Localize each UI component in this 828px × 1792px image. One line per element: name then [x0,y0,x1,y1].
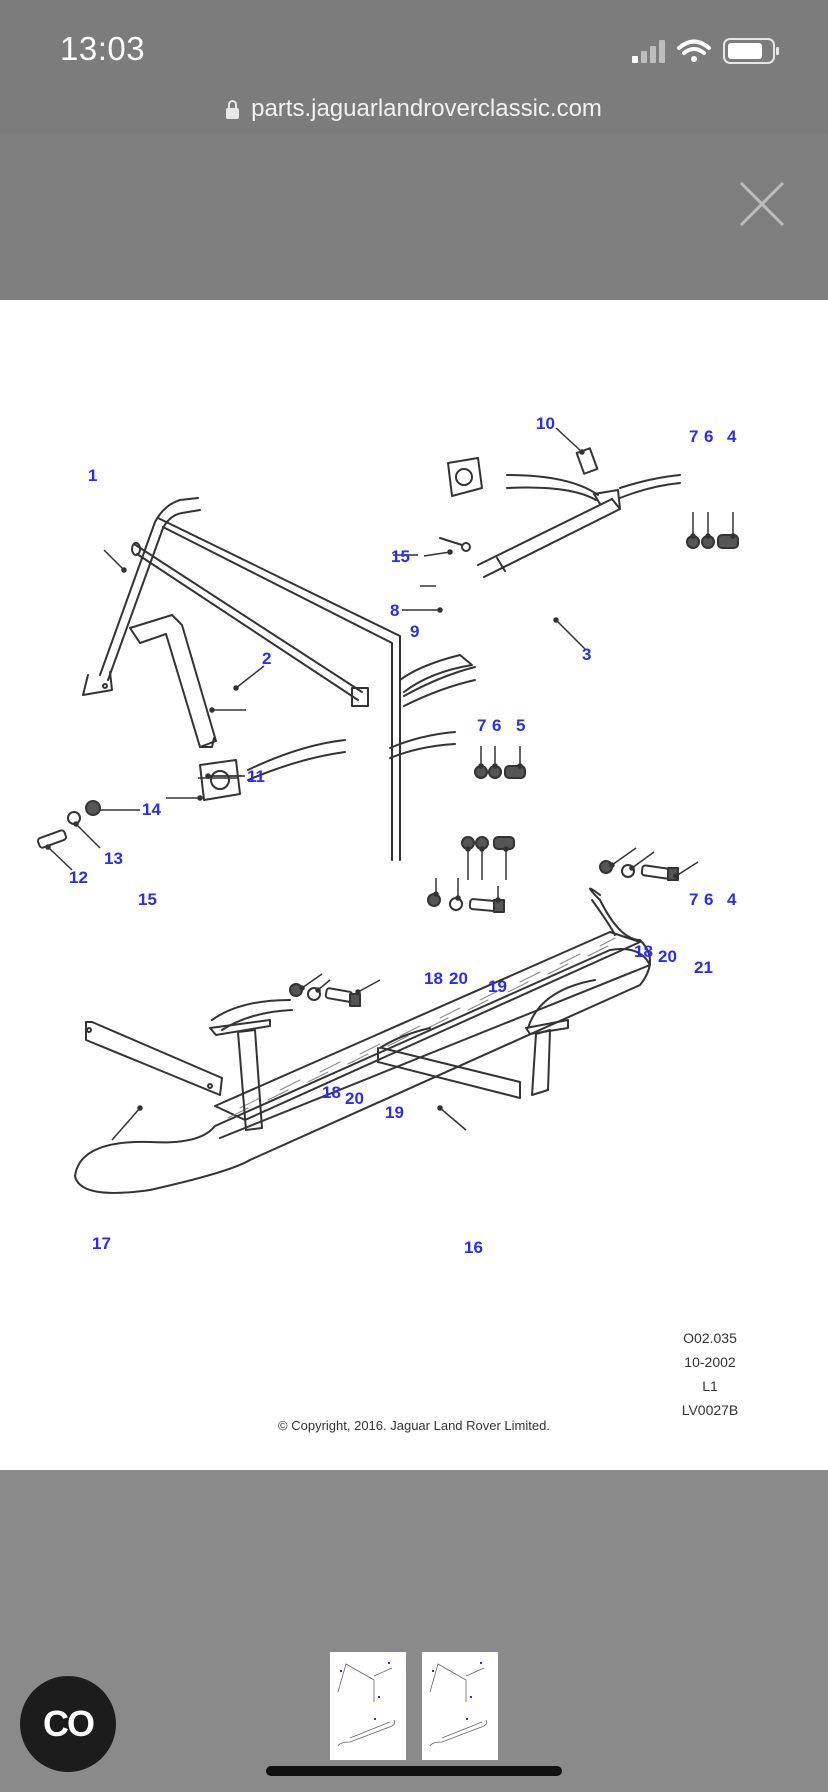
tread-pattern [227,937,616,1119]
callout-7-lower[interactable]: 7 [689,890,699,909]
part-8-bolt [439,537,471,552]
callout-15-lower[interactable]: 15 [138,890,157,909]
callout-3[interactable]: 3 [582,645,592,664]
bottom-panel [0,1470,828,1792]
callout-17[interactable]: 17 [92,1234,111,1253]
cellular-signal-icon [632,40,665,63]
callout-20-b[interactable]: 20 [449,969,468,988]
callout-21[interactable]: 21 [694,958,713,977]
callout-15[interactable]: 15 [391,547,410,566]
fasteners-18-19-20-a [289,983,361,1007]
callout-20-a[interactable]: 20 [345,1089,364,1108]
callout-9[interactable]: 9 [410,622,420,641]
leader-curve [211,999,291,1021]
fasteners-12-13-14 [36,800,101,849]
thumbnail-1[interactable] [330,1652,406,1760]
leader-curve [389,731,456,749]
battery-icon [723,38,779,64]
callout-18-c[interactable]: 18 [634,942,653,961]
step-bracket-right [525,1019,569,1096]
close-icon [739,181,785,227]
thumbnail-2[interactable] [422,1652,498,1760]
app-floating-button[interactable]: CO [20,1676,116,1772]
callout-6[interactable]: 6 [704,427,714,446]
leader-curve [247,739,346,771]
home-indicator[interactable] [266,1766,562,1776]
leader-curve [619,482,681,499]
status-icons [628,36,798,66]
callout-16[interactable]: 16 [464,1238,483,1257]
viewer-header [0,134,828,300]
drawing-ref-date: 10-2002 [684,1354,736,1370]
status-time: 13:03 [60,30,146,67]
step-bracket-left [209,1019,271,1131]
callout-18-a[interactable]: 18 [322,1083,341,1102]
part-17-bracket [85,1021,223,1096]
callout-7-mid[interactable]: 7 [477,716,487,735]
step-bracket-mid [377,1047,521,1099]
status-bar: 13:03 [0,0,828,90]
leader-curve [506,474,599,496]
callout-2[interactable]: 2 [262,649,272,668]
thumbnail-preview-icon [337,1662,396,1747]
lock-icon [226,99,240,119]
callout-5[interactable]: 5 [516,716,526,735]
part-15-plate [447,457,483,497]
close-button[interactable] [738,180,786,228]
callout-13[interactable]: 13 [104,849,123,868]
drawing-reference: O02.035 10-2002 L1 LV0027B [660,1326,760,1422]
callout-6-lower[interactable]: 6 [704,890,714,909]
callout-12[interactable]: 12 [69,868,88,887]
callout-4[interactable]: 4 [727,427,737,446]
callout-4-lower[interactable]: 4 [727,890,737,909]
callout-1[interactable]: 1 [88,466,98,485]
callout-11[interactable]: 11 [247,767,265,786]
wifi-icon [677,39,711,62]
callout-6-mid[interactable]: 6 [492,716,502,735]
callout-10[interactable]: 10 [536,414,555,433]
drawing-ref-level: L1 [702,1378,718,1394]
drawing-ref-id: LV0027B [681,1402,739,1418]
part-11-bracket [129,614,217,748]
fasteners-18-19-20-b [427,893,505,913]
callout-14[interactable]: 14 [142,800,161,819]
callout-19-b[interactable]: 19 [488,977,507,996]
leader-curve [389,743,456,759]
fasteners-18-20-21 [599,860,679,881]
leader-curve [403,679,476,707]
leader-curve [527,979,596,1029]
parts-diagram[interactable]: 1 2 3 4 5 6 7 8 9 10 11 12 13 14 15 15 1… [0,300,828,1470]
callout-19-a[interactable]: 19 [385,1103,404,1122]
part-16-step [74,887,651,1194]
drawing-ref-code: O02.035 [683,1330,737,1346]
leader-curve [506,486,597,501]
url-bar[interactable]: parts.jaguarlandroverclassic.com [0,84,828,134]
parts-diagram-drawing [36,427,739,1194]
callout-7[interactable]: 7 [689,427,699,446]
leader-curve [403,666,476,697]
part-2-tube [131,542,369,707]
leader-curve [247,751,346,781]
part-1-frame [82,497,473,861]
part-3-tube [477,489,621,578]
url-text: parts.jaguarlandroverclassic.com [251,95,602,122]
leader-curve [221,1009,293,1031]
part-15-plate-lower [199,759,241,801]
leader-curve [619,474,681,489]
callout-18-b[interactable]: 18 [424,969,443,988]
thumbnail-preview-icon [429,1662,488,1747]
leader-curve [379,1027,431,1049]
callout-8[interactable]: 8 [390,601,400,620]
callout-20-c[interactable]: 20 [658,947,677,966]
copyright-notice: © Copyright, 2016. Jaguar Land Rover Lim… [278,1418,550,1433]
